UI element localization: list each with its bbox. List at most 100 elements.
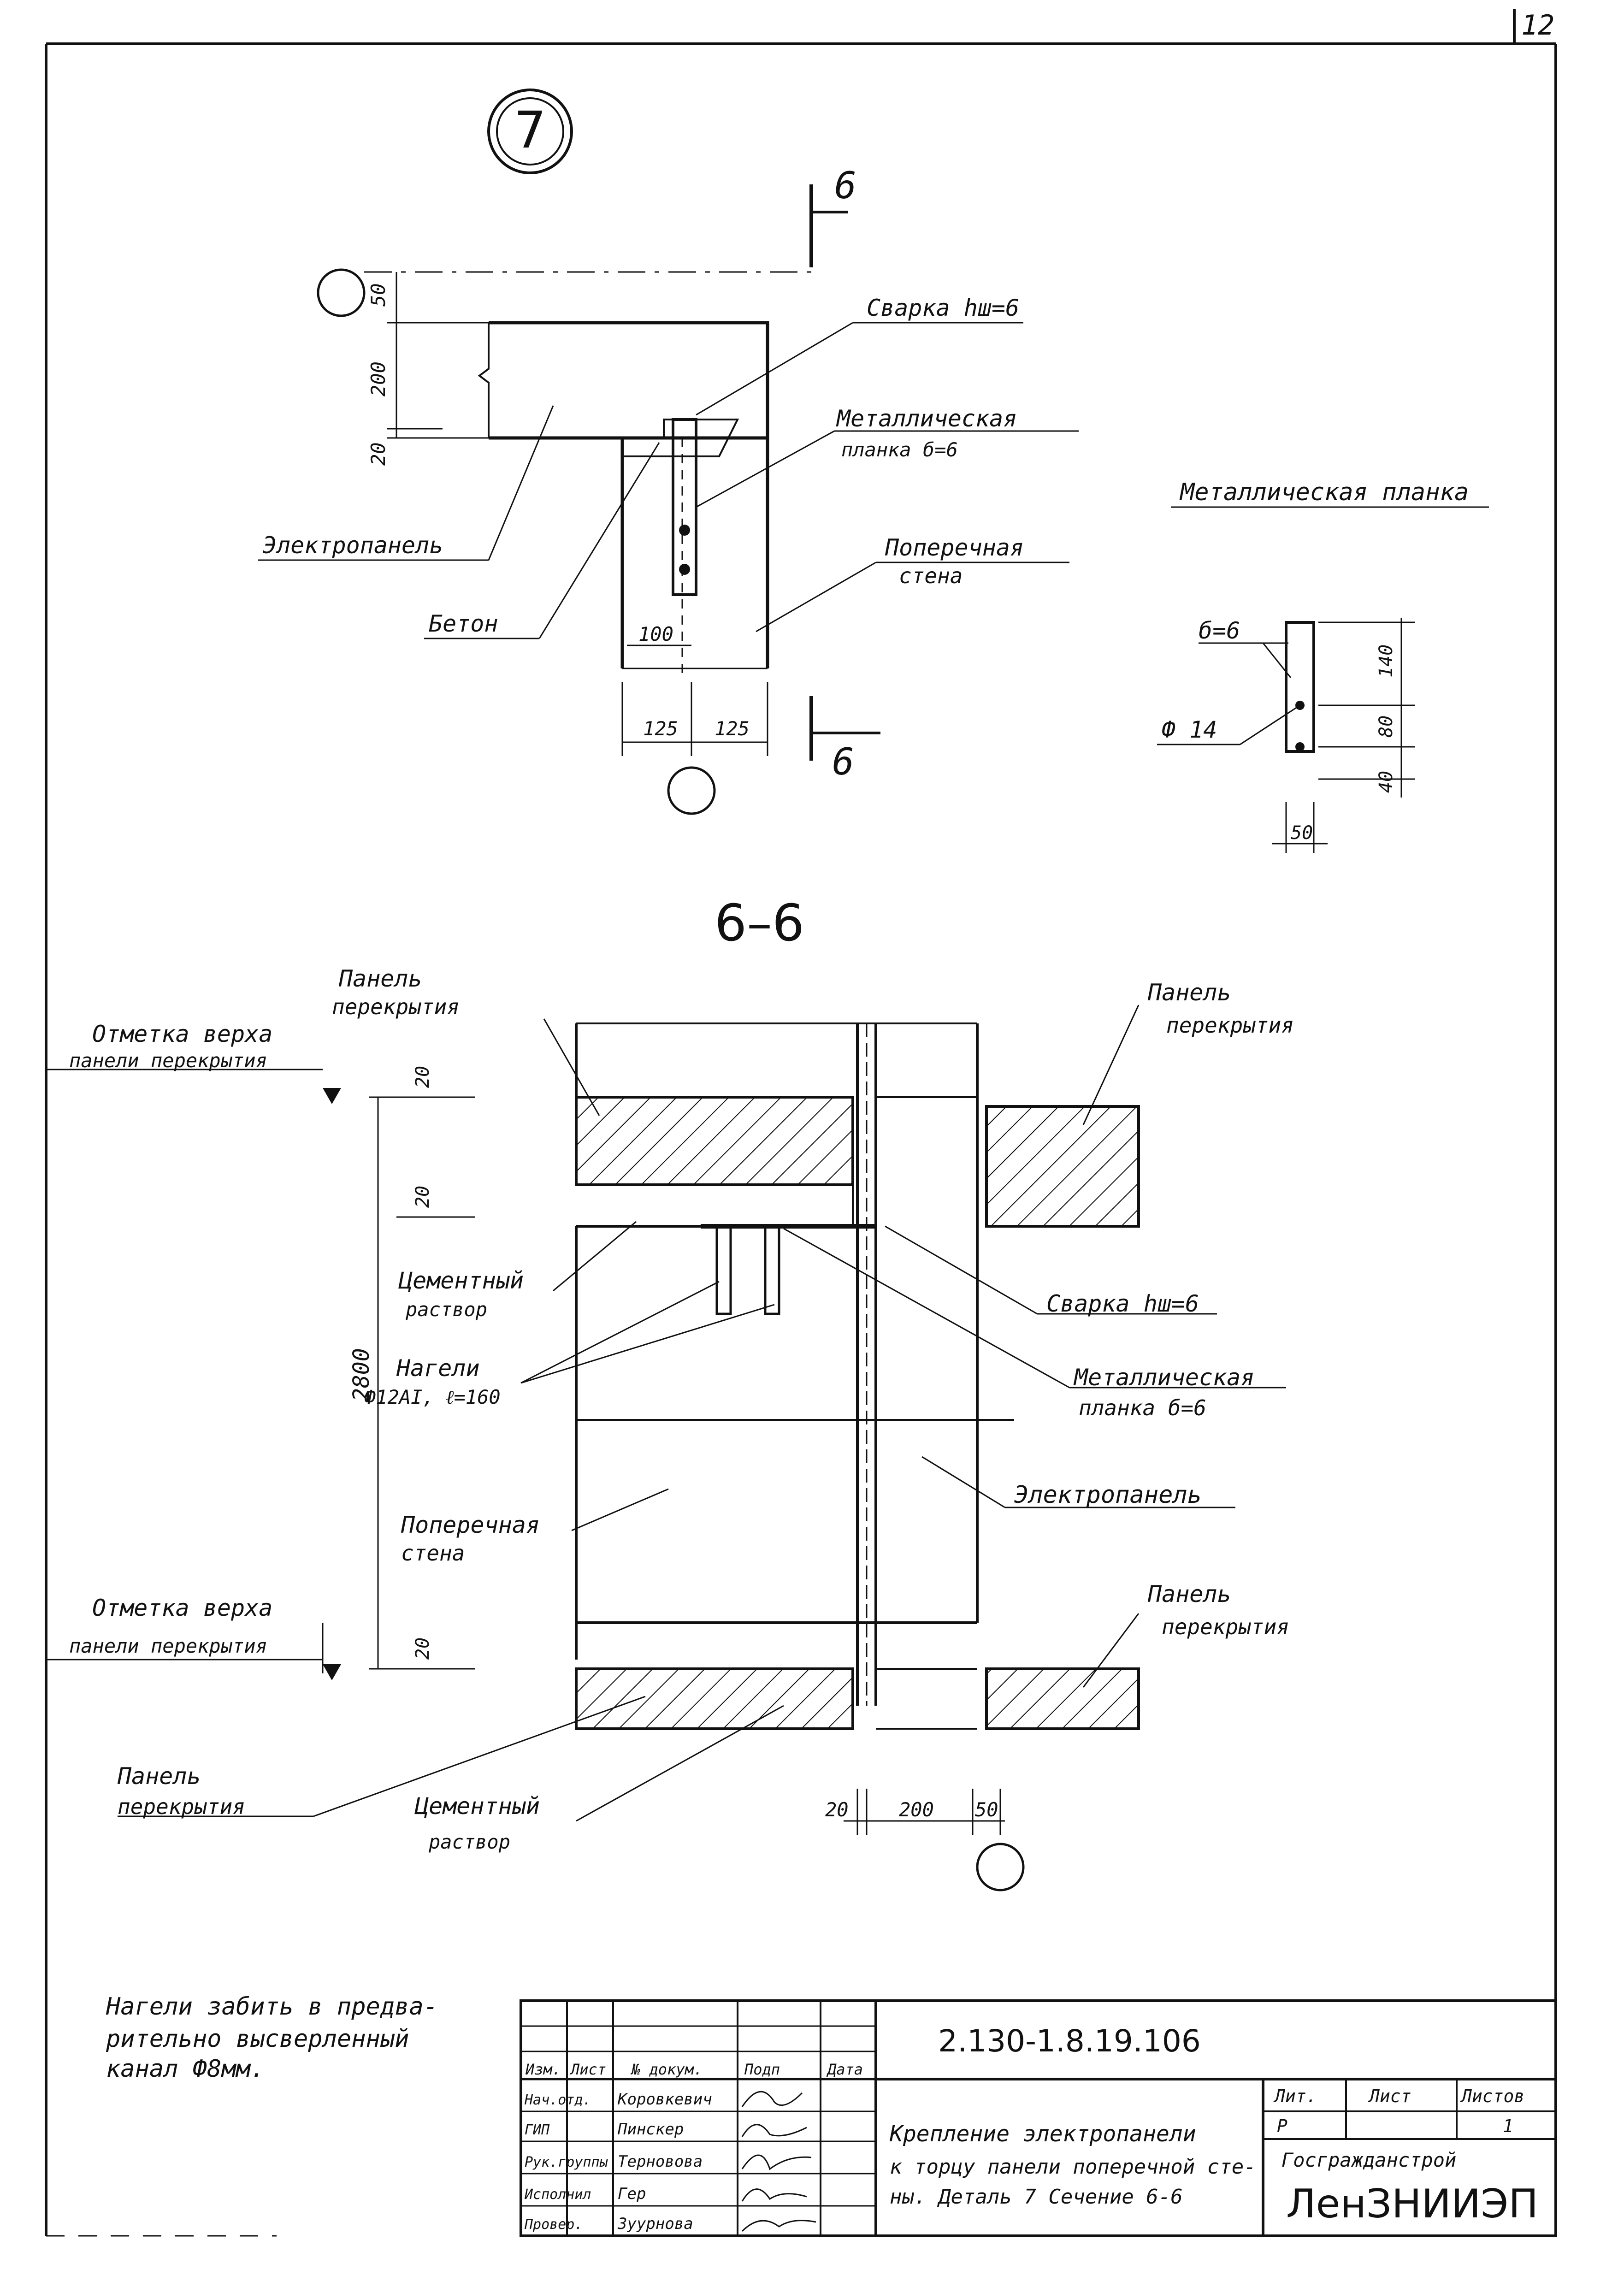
col-header-4: Подп — [744, 2061, 780, 2078]
bottom-mark-line2: панели перекрытия — [69, 1635, 267, 1657]
section-title: 6–6 — [715, 893, 804, 952]
axis-circle-top — [317, 268, 366, 317]
cement-mortar-label-b2: раствор — [428, 1831, 510, 1853]
note: Нагели забить в предва- рительно высверл… — [106, 1993, 438, 2083]
bottom-mark-line1: Отметка верха — [92, 1595, 272, 1621]
dim-100: 100 — [638, 623, 673, 645]
plate-label-line2: планка б=6 — [841, 438, 958, 461]
dim-50: 50 — [367, 283, 390, 307]
floor-panel-label-bl1: Панель — [117, 1763, 201, 1790]
floor-panel-label-br2: перекрытия — [1162, 1614, 1289, 1639]
role-4: Исполнил — [524, 2187, 591, 2203]
note-line1: Нагели забить в предва- — [106, 1993, 438, 2021]
name-1: Коровкевич — [617, 2090, 712, 2109]
floor-panel-label-tl1: Панель — [338, 965, 422, 992]
concrete-fill — [621, 419, 739, 457]
drawing-code: 2.130-1.8.19.106 — [938, 2023, 1201, 2059]
signature-4 — [741, 2188, 807, 2202]
dim-125-a: 125 — [643, 717, 678, 740]
floor-panel-lower-left — [575, 1667, 854, 1730]
name-2: Пинскер — [617, 2120, 684, 2139]
dim-40: 40 — [1376, 771, 1397, 793]
dim-2800: 2800 — [348, 1348, 374, 1401]
concrete-label: Бетон — [429, 610, 498, 637]
floor-panel-upper-right — [985, 1105, 1140, 1228]
dim-20-mid: 20 — [412, 1186, 433, 1208]
dowel-2 — [764, 1225, 780, 1315]
cement-mortar-label-2: раствор — [405, 1298, 487, 1321]
dim-20-bottom: 20 — [825, 1798, 849, 1821]
weld-label: Сварка hш=6 — [867, 295, 1019, 321]
name-3: Терновова — [618, 2152, 703, 2171]
signature-5 — [741, 2220, 816, 2232]
role-2: ГИП — [525, 2122, 550, 2138]
dowels-label-2: Ф12АI, ℓ=160 — [364, 1386, 501, 1408]
col-header-5: Дата — [826, 2061, 863, 2078]
cross-wall-line1: Поперечная — [885, 534, 1024, 561]
sheets-value: 1 — [1503, 2116, 1513, 2136]
axis-circle-section — [976, 1843, 1025, 1891]
org-line1: Госгражданстрой — [1281, 2149, 1456, 2171]
dim-50-plate: 50 — [1291, 822, 1313, 844]
dim-200: 200 — [367, 361, 390, 396]
electropanel-label-section: Электропанель — [1014, 1481, 1202, 1509]
col-header-2: Лист — [569, 2061, 606, 2078]
plate-label-section-2: планка б=6 — [1079, 1395, 1206, 1420]
signature-2 — [741, 2124, 807, 2137]
name-4: Гер — [618, 2185, 646, 2203]
floor-panel-label-br1: Панель — [1147, 1581, 1231, 1607]
dim-80: 80 — [1376, 715, 1397, 738]
lit-header: Лит. — [1273, 2086, 1317, 2106]
weld-label-section: Сварка hш=6 — [1046, 1290, 1199, 1317]
dowels-label-1: Нагели — [396, 1355, 480, 1382]
plate-drawing — [1285, 621, 1315, 753]
plate-label-line1: Металлическая — [836, 405, 1017, 432]
electropanel-plan — [489, 321, 769, 440]
signature-1 — [741, 2091, 803, 2107]
dowel-1 — [715, 1225, 732, 1315]
thickness-label: б=6 — [1199, 617, 1240, 644]
detail-number: 7 — [514, 100, 546, 160]
dim-20: 20 — [367, 442, 390, 466]
sheet-header: Лист — [1368, 2086, 1411, 2106]
floor-panel-label-tr1: Панель — [1147, 979, 1231, 1006]
signature-3 — [741, 2154, 812, 2170]
section-6-6: 6–6 2800 20 20 — [46, 893, 1294, 1891]
hole-label: Ф 14 — [1162, 716, 1217, 743]
name-5: Зуурнова — [617, 2215, 693, 2233]
top-mark-line1: Отметка верха — [92, 1021, 272, 1047]
electropanel-label: Электропанель — [263, 532, 443, 559]
dim-20-top: 20 — [412, 1066, 433, 1088]
dim-50-bottom: 50 — [975, 1798, 998, 1821]
title-line2: к торцу панели поперечной сте- — [890, 2155, 1256, 2179]
bolt-hole-2 — [679, 564, 690, 575]
floor-panel-upper-left — [575, 1096, 854, 1186]
plate-detail-title: Металлическая планка — [1179, 479, 1469, 506]
dim-200-bottom: 200 — [899, 1798, 934, 1821]
title-line3: ны. Деталь 7 Сечение 6-6 — [890, 2185, 1183, 2209]
cement-mortar-label-b1: Цементный — [414, 1793, 540, 1820]
col-header-1: Изм. — [525, 2061, 561, 2078]
axis-circle-bottom — [667, 766, 716, 815]
plate-label-section-1: Металлическая — [1073, 1364, 1254, 1391]
dim-125-b: 125 — [715, 717, 750, 740]
section-mark-bottom-label: 6 — [832, 740, 854, 783]
cross-wall-label-section-1: Поперечная — [401, 1512, 540, 1538]
section-mark-top-label: 6 — [834, 164, 856, 207]
role-3: Рук.группы — [525, 2154, 608, 2170]
floor-panel-label-tr2: перекрытия — [1166, 1013, 1294, 1038]
note-line2: рительно высверленный — [106, 2025, 409, 2053]
detail-number-circle-outer — [487, 89, 573, 174]
page-number: 12 — [1521, 9, 1554, 41]
sheets-header: Листов — [1460, 2086, 1524, 2106]
dim-20-bot: 20 — [412, 1637, 433, 1660]
lit-value: Р — [1277, 2116, 1287, 2136]
title-line1: Крепление электропанели — [889, 2121, 1196, 2147]
floor-panel-lower-right — [985, 1667, 1140, 1730]
plate-detail: Металлическая планка б=6 Ф 14 140 80 40 … — [1157, 479, 1489, 853]
floor-panel-label-tl2: перекрытия — [332, 994, 460, 1019]
note-line3: канал Ф8мм. — [106, 2055, 265, 2083]
floor-panel-label-bl2: перекрытия — [118, 1794, 245, 1819]
